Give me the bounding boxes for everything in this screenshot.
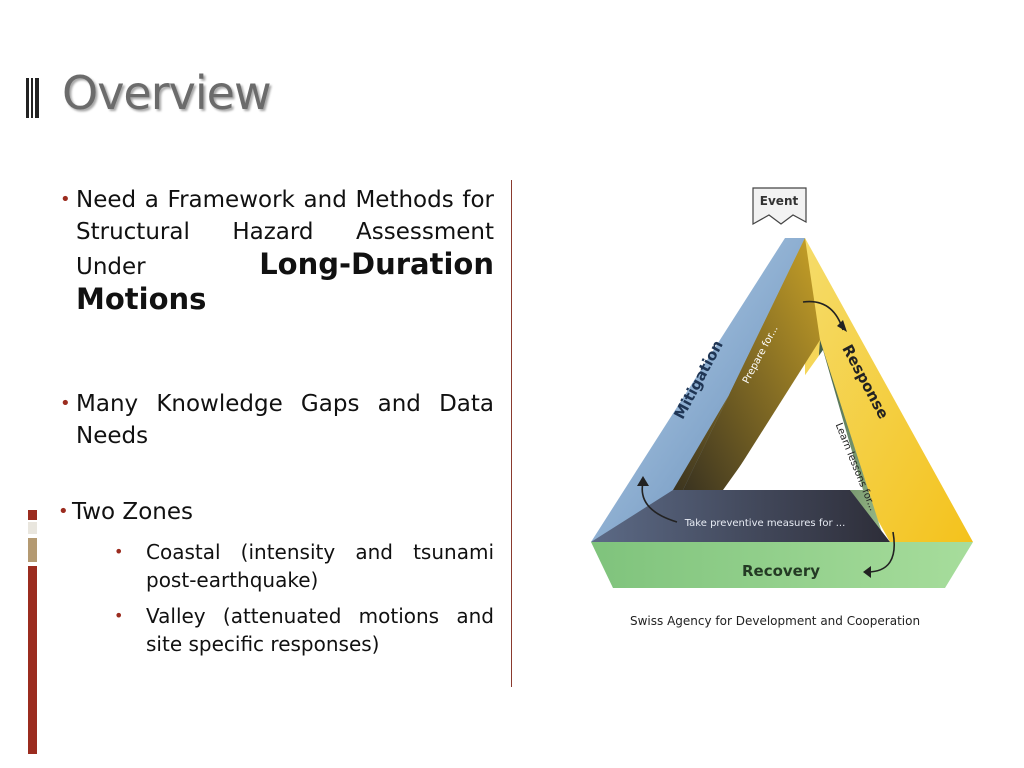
- arrow-to-mitigation: [641, 481, 678, 523]
- bullet-text: Many Knowledge Gaps and Data Needs: [76, 391, 494, 449]
- accent-bar-tan: [28, 538, 37, 562]
- preventive-label: Take preventive measures for ...: [684, 518, 846, 529]
- mitigation-band: [591, 238, 805, 542]
- event-box: Event: [752, 187, 807, 226]
- disaster-cycle-diagram: Event Mitigation Prepare for... Response…: [591, 187, 973, 588]
- sub-bullet-list: • Coastal (intensity and tsunami post-ea…: [58, 538, 494, 658]
- column-divider: [511, 180, 512, 687]
- accent-bar-light: [28, 522, 37, 534]
- center-hole: [723, 350, 863, 490]
- bullet-emphasis: Long-Duration Motions: [76, 247, 494, 316]
- arrow-head-icon: [637, 476, 649, 486]
- recovery-band: [591, 542, 973, 588]
- bullet-dot: •: [60, 393, 71, 414]
- recovery-label: Recovery: [742, 562, 820, 580]
- response-band: [805, 238, 973, 542]
- sub-bullet-coastal: • Coastal (intensity and tsunami post-ea…: [58, 538, 494, 594]
- arrow-to-recovery: [866, 531, 895, 573]
- accent-bar-main: [28, 566, 37, 754]
- title-marker-line: [35, 78, 39, 118]
- accent-bar-top: [28, 510, 37, 520]
- bullet-item-framework: • Need a Framework and Methods for Struc…: [58, 184, 494, 318]
- prepare-face-inner: [683, 238, 820, 490]
- arrow-head-icon: [837, 320, 847, 332]
- bullet-text: Need a Framework and Methods for Structu…: [76, 187, 494, 280]
- title-marker-line: [26, 78, 29, 118]
- event-label: Event: [760, 194, 799, 208]
- bullet-dot: •: [58, 501, 69, 522]
- bullet-item-zones: • Two Zones: [58, 496, 494, 528]
- sub-bullet-text: Coastal (intensity and tsunami post-eart…: [146, 540, 494, 592]
- bullet-dot: •: [60, 189, 71, 210]
- bullet-text: Two Zones: [72, 499, 193, 525]
- sub-bullet-dot: •: [114, 542, 124, 561]
- slide-title: Overview: [62, 66, 272, 120]
- sub-bullet-valley: • Valley (attenuated motions and site sp…: [58, 602, 494, 658]
- bullet-item-gaps: • Many Knowledge Gaps and Data Needs: [58, 388, 494, 452]
- title-marker-line: [31, 78, 33, 118]
- sub-bullet-dot: •: [114, 606, 124, 625]
- arrow-head-icon: [863, 566, 871, 578]
- bullet-list: • Need a Framework and Methods for Struc…: [58, 184, 494, 666]
- sub-bullet-text: Valley (attenuated motions and site spec…: [146, 604, 494, 656]
- preventive-face: [591, 490, 890, 542]
- diagram-caption: Swiss Agency for Development and Coopera…: [630, 614, 921, 628]
